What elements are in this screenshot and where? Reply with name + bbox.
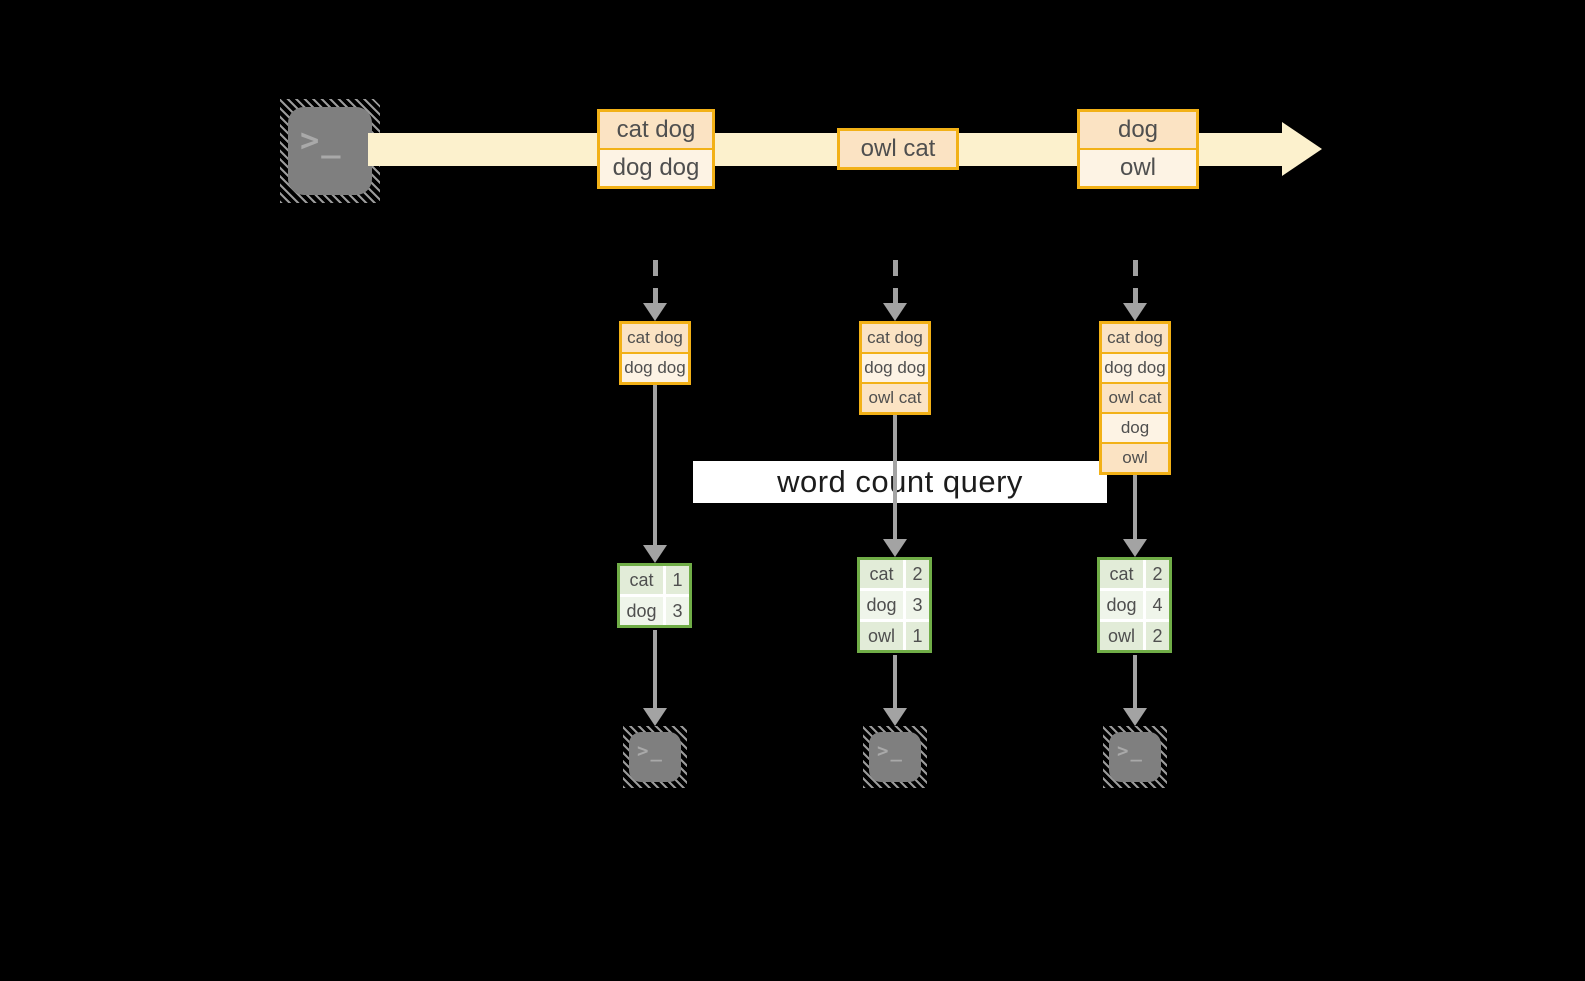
state-cell: dog dog [862, 354, 928, 382]
output-arrow-2-head-icon [883, 708, 907, 726]
count-word-cell: cat [1100, 560, 1143, 588]
output-arrow-3-head-icon [1123, 708, 1147, 726]
count-word-cell: dog [620, 597, 663, 625]
count-word-cell: owl [860, 622, 903, 650]
state-cell: owl cat [862, 384, 928, 412]
count-word-cell: cat [620, 566, 663, 594]
output-arrow-1 [653, 630, 657, 710]
count-value-cell: 3 [666, 597, 689, 625]
terminal-body: >_ [1109, 732, 1161, 782]
event-box-2: owl cat [837, 128, 959, 170]
process-arrow-3-head-icon [1123, 539, 1147, 557]
sink-terminal-icon-3: >_ [1103, 726, 1167, 788]
state-cell: dog dog [1102, 354, 1168, 382]
state-cell: dog [1102, 414, 1168, 442]
query-label: word count query [777, 464, 1023, 499]
stream-arrow-head-icon [1282, 122, 1322, 176]
terminal-prompt-glyph: >_ [1117, 740, 1144, 762]
event-box-1: cat dog dog dog [597, 109, 715, 189]
state-cell: cat dog [622, 324, 688, 352]
query-label-box: word count query [693, 461, 1107, 503]
counts-table-2: cat 2 dog 3 owl 1 [857, 557, 932, 653]
output-arrow-1-head-icon [643, 708, 667, 726]
event-line: dog dog [600, 150, 712, 186]
state-cell: owl cat [1102, 384, 1168, 412]
count-value-cell: 1 [666, 566, 689, 594]
sink-terminal-icon-1: >_ [623, 726, 687, 788]
output-arrow-2 [893, 655, 897, 710]
terminal-prompt-glyph: >_ [877, 740, 904, 762]
terminal-body: >_ [288, 107, 372, 195]
ingest-arrow-3-head-icon [1123, 303, 1147, 321]
process-arrow-1 [653, 385, 657, 547]
count-word-cell: dog [1100, 591, 1143, 619]
state-cell: owl [1102, 444, 1168, 472]
terminal-prompt-glyph: >_ [300, 121, 343, 159]
event-line: owl [1080, 150, 1196, 186]
count-value-cell: 2 [1146, 622, 1169, 650]
process-arrow-2-head-icon [883, 539, 907, 557]
state-cell: dog dog [622, 354, 688, 382]
event-box-3: dog owl [1077, 109, 1199, 189]
count-value-cell: 2 [1146, 560, 1169, 588]
count-value-cell: 2 [906, 560, 929, 588]
count-word-cell: dog [860, 591, 903, 619]
event-line: cat dog [600, 112, 712, 148]
event-line: dog [1080, 112, 1196, 148]
output-arrow-3 [1133, 655, 1137, 710]
counts-table-1: cat 1 dog 3 [617, 563, 692, 628]
state-cell: cat dog [862, 324, 928, 352]
count-value-cell: 4 [1146, 591, 1169, 619]
count-word-cell: owl [1100, 622, 1143, 650]
ingest-arrow-2 [893, 260, 898, 304]
state-stack-3: cat dog dog dog owl cat dog owl [1099, 321, 1171, 475]
process-arrow-3 [1133, 475, 1137, 541]
state-cell: cat dog [1102, 324, 1168, 352]
process-arrow-1-head-icon [643, 545, 667, 563]
terminal-prompt-glyph: >_ [637, 740, 664, 762]
state-stack-1: cat dog dog dog [619, 321, 691, 385]
ingest-arrow-1 [653, 260, 658, 304]
state-stack-2: cat dog dog dog owl cat [859, 321, 931, 415]
counts-table-3: cat 2 dog 4 owl 2 [1097, 557, 1172, 653]
count-value-cell: 3 [906, 591, 929, 619]
terminal-body: >_ [629, 732, 681, 782]
ingest-arrow-3 [1133, 260, 1138, 304]
process-arrow-2 [893, 415, 897, 541]
sink-terminal-icon-2: >_ [863, 726, 927, 788]
terminal-body: >_ [869, 732, 921, 782]
count-value-cell: 1 [906, 622, 929, 650]
ingest-arrow-1-head-icon [643, 303, 667, 321]
ingest-arrow-2-head-icon [883, 303, 907, 321]
event-line: owl cat [840, 131, 956, 167]
source-terminal-icon: >_ [280, 99, 380, 203]
count-word-cell: cat [860, 560, 903, 588]
